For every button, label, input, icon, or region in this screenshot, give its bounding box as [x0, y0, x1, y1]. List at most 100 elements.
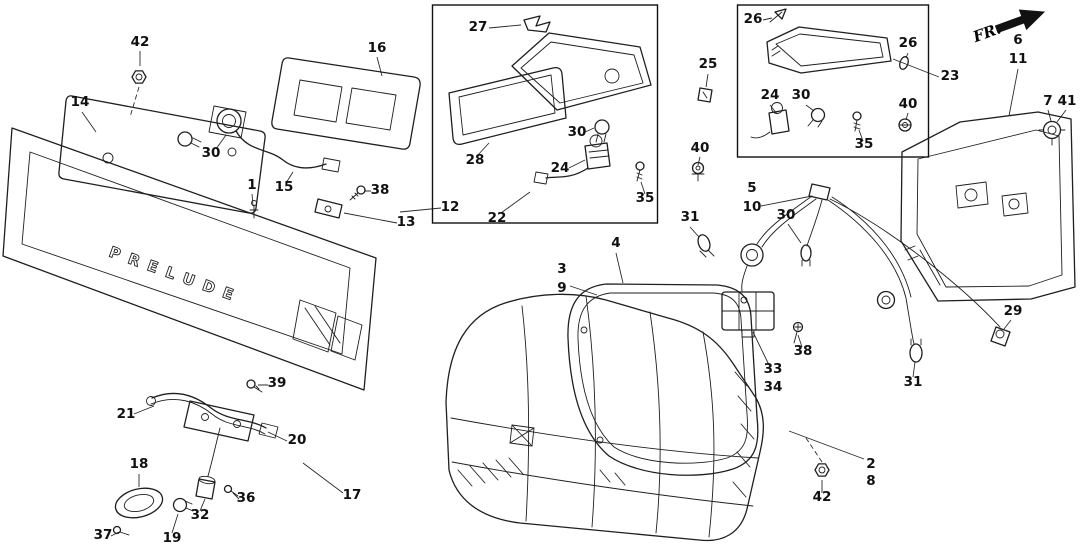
- socket-29-icon: [990, 326, 1011, 347]
- grommet-40-icon: [691, 161, 705, 182]
- socket-hole: [1001, 192, 1029, 217]
- reflector-hatch: [304, 305, 341, 346]
- bulb-19-icon: [172, 497, 194, 513]
- prelude-lettering: PRELUDE: [107, 243, 245, 307]
- part-label-23: 23: [941, 68, 960, 84]
- part-label-4: 4: [611, 235, 620, 251]
- bulb-30-icon: [177, 131, 202, 148]
- part-label-38: 38: [794, 343, 813, 359]
- screw-38-icon: [349, 185, 366, 201]
- part-label-3: 3: [557, 261, 566, 277]
- part-label-30: 30: [568, 124, 587, 140]
- connector-33-34-icon: [721, 291, 775, 338]
- lens-row-dividers: [450, 417, 759, 507]
- bracket-20-21: [183, 400, 279, 442]
- stoplight-box-center: [431, 4, 659, 224]
- part-label-26: 26: [744, 11, 763, 27]
- clip-1-icon: [249, 200, 259, 219]
- part-number-labels: 42 14 16 30 1 15 38 13 12 27 28 22 30 24…: [71, 11, 1077, 546]
- part-label-10: 10: [743, 199, 762, 215]
- gasket-hole: [740, 296, 748, 304]
- part-label-8: 8: [866, 473, 875, 489]
- part-label-11: 11: [1009, 51, 1028, 67]
- part-label-5: 5: [747, 180, 756, 196]
- part-label-30: 30: [792, 87, 811, 103]
- socket-32-icon: [195, 475, 216, 500]
- lens-emblem: [509, 424, 535, 447]
- screw-36-icon: [223, 484, 239, 497]
- part-label-37: 37: [94, 527, 113, 543]
- harness-wires: [741, 195, 1001, 345]
- socket-hole: [955, 181, 989, 209]
- bulb-31-icon: [909, 338, 923, 363]
- part-label-30: 30: [202, 145, 221, 161]
- backing-panel-14: [58, 95, 266, 214]
- reflector-cell: [292, 299, 337, 353]
- part-label-26: 26: [899, 35, 918, 51]
- grommet-7-41-icon: [1038, 120, 1066, 146]
- part-label-42: 42: [131, 34, 150, 50]
- license-wire: [151, 392, 267, 429]
- socket-24-icon: [584, 134, 611, 170]
- stoplight-box-right: [736, 4, 930, 158]
- panel-hole: [102, 152, 114, 164]
- taillight-gasket-3-9: [567, 283, 759, 476]
- part-label-19: 19: [163, 530, 182, 546]
- part-label-21: 21: [117, 406, 136, 422]
- bulb-socket-icon: [740, 243, 764, 267]
- dashed-leader-lines: [129, 86, 823, 463]
- part-label-32: 32: [191, 507, 210, 523]
- gasket-hole: [580, 326, 588, 334]
- part-label-39: 39: [268, 375, 287, 391]
- wire-harness-5-10: [697, 183, 1011, 363]
- panel-hole: [227, 147, 237, 157]
- fr-direction-indicator: FR.: [970, 9, 1046, 46]
- bulb-30-icon: [807, 107, 826, 128]
- screw-37-icon: [112, 525, 130, 536]
- bulb-31-icon: [697, 234, 715, 258]
- part-label-24: 24: [551, 160, 570, 176]
- clip-26-icon: [769, 8, 787, 23]
- stoplight-housing: [511, 32, 652, 111]
- part-label-35: 35: [636, 190, 655, 206]
- nut-42-icon: [131, 70, 147, 84]
- part-label-28: 28: [466, 152, 485, 168]
- part-label-40: 40: [691, 140, 710, 156]
- part-label-27: 27: [469, 19, 488, 35]
- detail-box-outline: [736, 4, 930, 158]
- wire-harness-15: [235, 130, 341, 173]
- part-label-17: 17: [343, 487, 362, 503]
- stoplight-lens-28: [448, 66, 567, 146]
- clip-27-icon: [523, 15, 551, 33]
- part-label-9: 9: [557, 280, 566, 296]
- housing-hatch: [904, 245, 941, 286]
- part-label-16: 16: [368, 40, 387, 56]
- part-label-7: 7: [1043, 93, 1052, 109]
- nut-42-icon: [814, 463, 830, 477]
- bulb-30-icon: [800, 244, 812, 267]
- fr-arrow-icon: [994, 9, 1046, 34]
- clip-25-icon: [697, 87, 713, 103]
- part-label-6: 6: [1013, 32, 1022, 48]
- part-label-20: 20: [288, 432, 307, 448]
- part-label-42: 42: [813, 489, 832, 505]
- part-label-13: 13: [397, 214, 416, 230]
- part-label-15: 15: [275, 179, 294, 195]
- part-label-35: 35: [855, 136, 874, 152]
- lens-column-dividers: [521, 295, 715, 538]
- part-label-31: 31: [681, 209, 700, 225]
- detail-box-outline: [431, 4, 659, 224]
- part-label-29: 29: [1004, 303, 1023, 319]
- screw-35-icon: [635, 161, 645, 182]
- grommet-40-icon: [898, 118, 912, 132]
- clip-26-icon: [899, 56, 909, 70]
- part-label-14: 14: [71, 94, 90, 110]
- stoplight-assembly-23: [766, 26, 892, 74]
- part-label-18: 18: [130, 456, 149, 472]
- part-label-30: 30: [777, 207, 796, 223]
- bracket-13-icon: [314, 198, 343, 219]
- part-label-22: 22: [488, 210, 507, 226]
- part-label-31: 31: [904, 374, 923, 390]
